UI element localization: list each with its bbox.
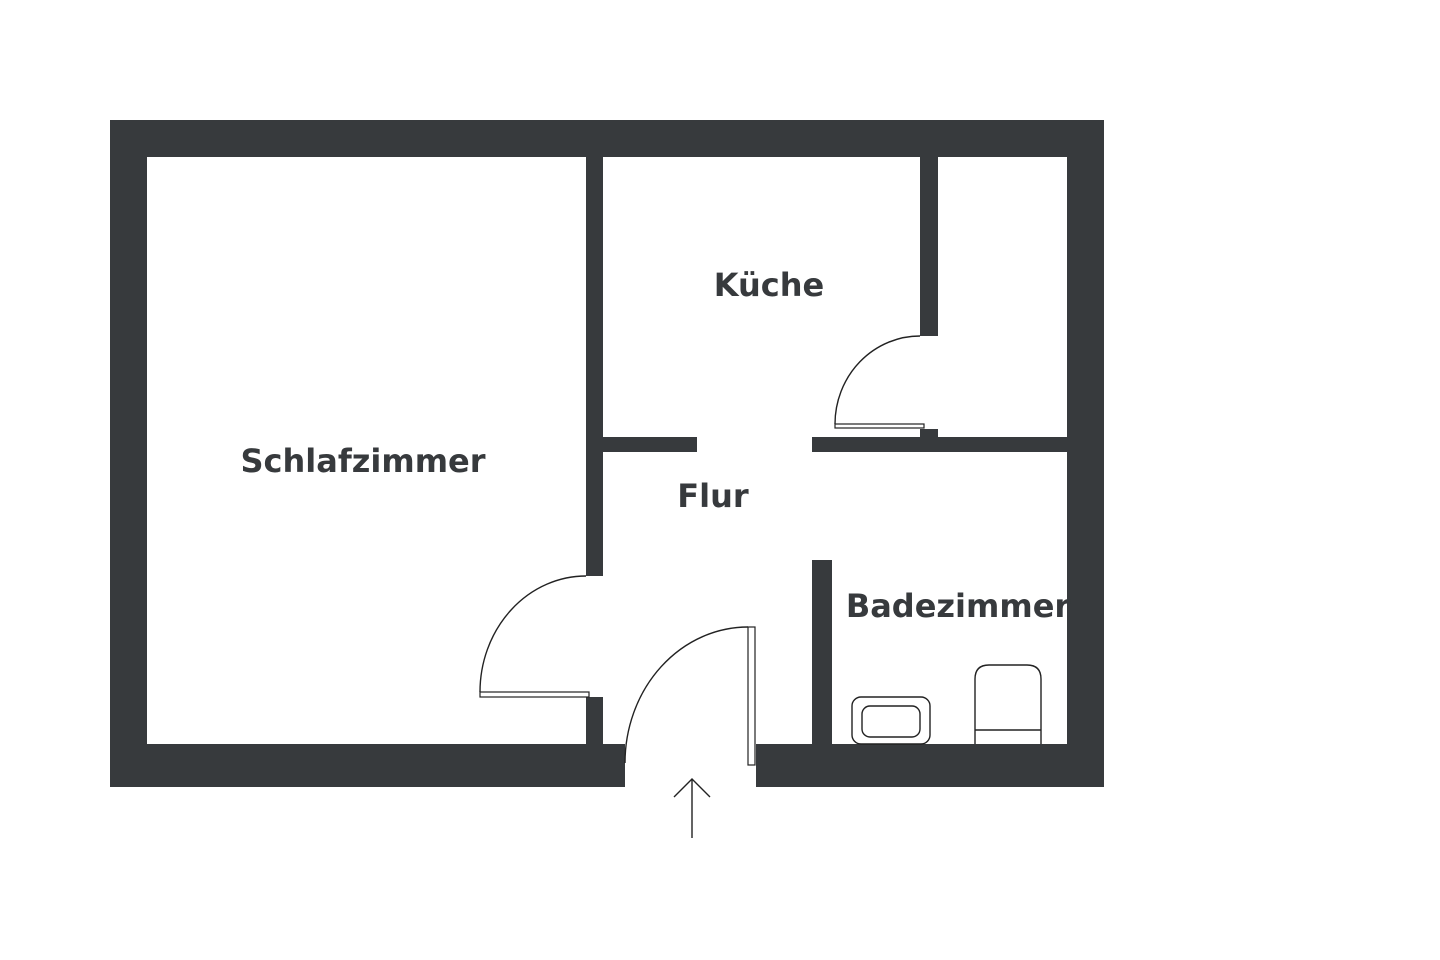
room-label-kitchen: Küche [714,266,824,304]
wall-right [1067,120,1104,787]
sink-icon [851,696,931,745]
wall-storage [920,157,938,336]
bedroom-door-swing [479,575,587,693]
bedroom-door-leaf[interactable] [479,691,590,698]
wall-top [110,120,1104,157]
walls [110,120,1104,787]
room-label-hallway: Flur [677,477,749,515]
kitchen-door-swing [834,335,921,425]
room-label-bathroom: Badezimmer [846,587,1071,625]
entrance-arrow-icon [673,778,711,838]
wall-bedroom-lower [586,697,603,744]
wall-notch [920,429,938,439]
wall-bedroom-upper [586,157,603,576]
room-label-bedroom: Schlafzimmer [240,442,485,480]
kitchen-door-leaf[interactable] [834,423,925,429]
entrance-door-leaf[interactable] [747,626,756,766]
wall-bottom-right [756,744,1104,787]
wall-bathroom [812,560,832,744]
wall-left [110,120,147,787]
wall-kitchen-left [603,437,697,452]
wall-kitchen-right [812,437,1067,452]
doors [479,335,925,766]
entrance-door-swing [624,626,749,764]
toilet-icon [974,664,1042,744]
wall-bottom-left [110,744,625,787]
